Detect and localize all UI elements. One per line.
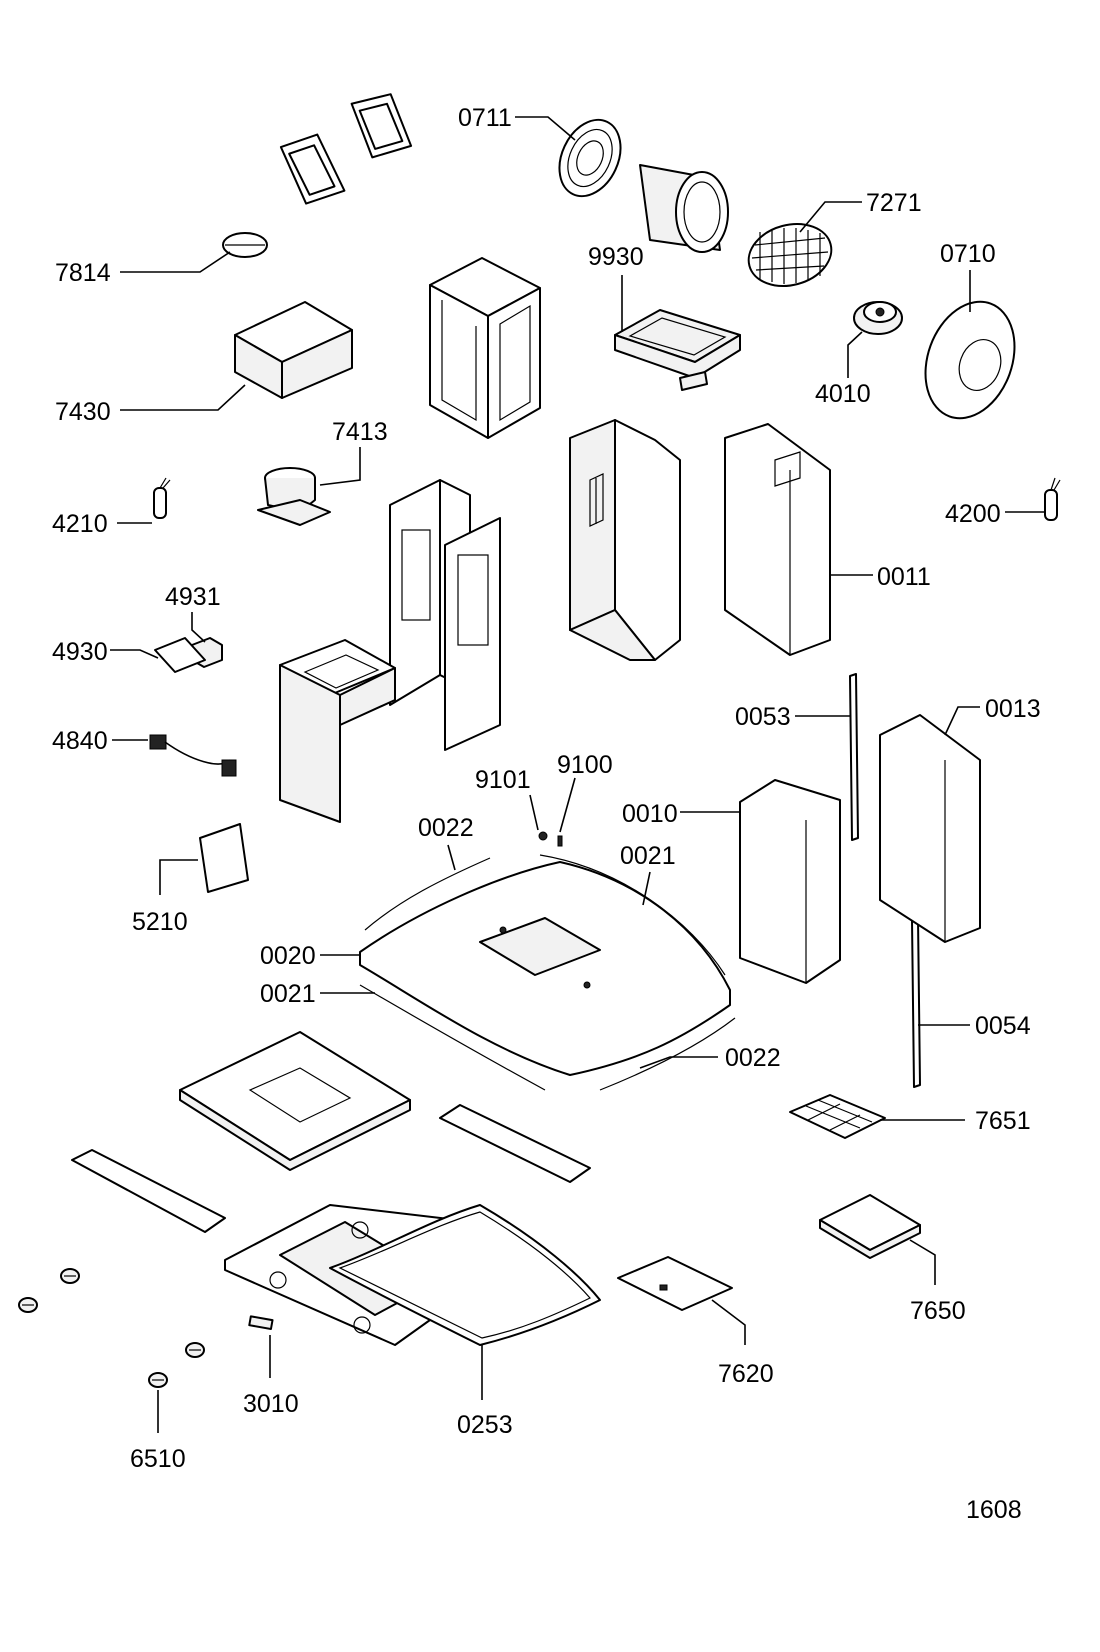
- part-6510-knob-1: [60, 1268, 80, 1284]
- callout-0020: 0020: [260, 942, 316, 970]
- part-hood-body: [179, 1031, 411, 1171]
- callout-0021-upper: 0021: [620, 842, 676, 870]
- callout-labels: 0711 7271 7814 9930 0710 7430 4010 7413 …: [52, 104, 1041, 1524]
- gasket-upper: [350, 93, 413, 159]
- sheet-number: 1608: [966, 1496, 1022, 1524]
- part-0011-chimney: [724, 423, 831, 656]
- callout-4010: 4010: [815, 380, 871, 408]
- part-7413-collar: [257, 467, 331, 526]
- callout-7814: 7814: [55, 259, 111, 287]
- part-4210-capacitor: [153, 477, 171, 519]
- part-lower-box: [279, 639, 396, 823]
- part-7430-box: [234, 301, 353, 399]
- part-0710-plate: [924, 300, 1016, 420]
- part-inner-chimney: [389, 479, 501, 751]
- part-4840-cable: [149, 734, 237, 777]
- part-0053-strip: [849, 673, 859, 841]
- leader-lines: [110, 116, 1045, 1433]
- callout-4930: 4930: [52, 638, 108, 666]
- callout-4840: 4840: [52, 727, 108, 755]
- callout-7413: 7413: [332, 418, 388, 446]
- callout-0011: 0011: [877, 563, 931, 591]
- part-tall-frame: [429, 257, 541, 439]
- callout-6510: 6510: [130, 1445, 186, 1473]
- callout-0021-lower: 0021: [260, 980, 316, 1008]
- callout-9100: 9100: [557, 751, 613, 779]
- callout-7271: 7271: [866, 189, 922, 217]
- part-6510-knob-4: [148, 1372, 168, 1388]
- part-0022-trim-top: [364, 857, 491, 931]
- callout-7620: 7620: [718, 1360, 774, 1388]
- part-9930-frame: [614, 309, 741, 391]
- part-0021-trim-bottom: [359, 984, 546, 1091]
- part-0013-chimney: [879, 714, 981, 943]
- part-7620-filter: [617, 1256, 733, 1311]
- callout-3010: 3010: [243, 1390, 299, 1418]
- part-side-bar-right: [439, 1104, 591, 1183]
- part-4200-capacitor: [1044, 477, 1061, 521]
- part-0021-trim-top: [539, 854, 726, 976]
- part-9100-screw: [557, 835, 563, 847]
- part-7271-impeller: [747, 223, 833, 287]
- part-outer-chimney-upper: [569, 419, 681, 661]
- callout-0053: 0053: [735, 703, 791, 731]
- callout-0054: 0054: [975, 1012, 1031, 1040]
- callout-4931: 4931: [165, 583, 221, 611]
- callout-7650: 7650: [910, 1297, 966, 1325]
- callout-0711: 0711: [458, 104, 512, 132]
- part-4930-bracket: [154, 637, 206, 673]
- callout-4210: 4210: [52, 510, 108, 538]
- part-0010-chimney: [739, 779, 841, 984]
- callout-5210: 5210: [132, 908, 188, 936]
- callout-4200: 4200: [945, 500, 1001, 528]
- callout-0010: 0010: [622, 800, 678, 828]
- callout-0253: 0253: [457, 1411, 513, 1439]
- callout-9930: 9930: [588, 243, 644, 271]
- part-6510-knob-2: [18, 1297, 38, 1313]
- callout-0022-upper: 0022: [418, 814, 474, 842]
- part-0054-strip: [911, 917, 921, 1088]
- part-4010-motor: [853, 301, 903, 335]
- part-0020-glass: [359, 861, 731, 1076]
- callout-7651: 7651: [975, 1107, 1031, 1135]
- part-9101-screw: [538, 831, 548, 841]
- callout-9101: 9101: [475, 766, 531, 794]
- callout-0710: 0710: [940, 240, 996, 268]
- part-3010-switch: [248, 1315, 274, 1331]
- part-7650-filter: [819, 1194, 921, 1259]
- part-0711-grille: [558, 118, 622, 198]
- part-6510-knob-3: [185, 1342, 205, 1358]
- part-5210-board: [199, 823, 249, 893]
- callout-7430: 7430: [55, 398, 111, 426]
- part-0253-glass: [329, 1204, 601, 1346]
- part-7651-filter: [789, 1094, 886, 1139]
- part-fan-housing: [639, 164, 729, 253]
- callout-0013: 0013: [985, 695, 1041, 723]
- gasket-lower: [279, 133, 346, 205]
- part-side-bar-left: [71, 1149, 226, 1233]
- part-7814-flap: [222, 232, 268, 258]
- callout-0022-lower: 0022: [725, 1044, 781, 1072]
